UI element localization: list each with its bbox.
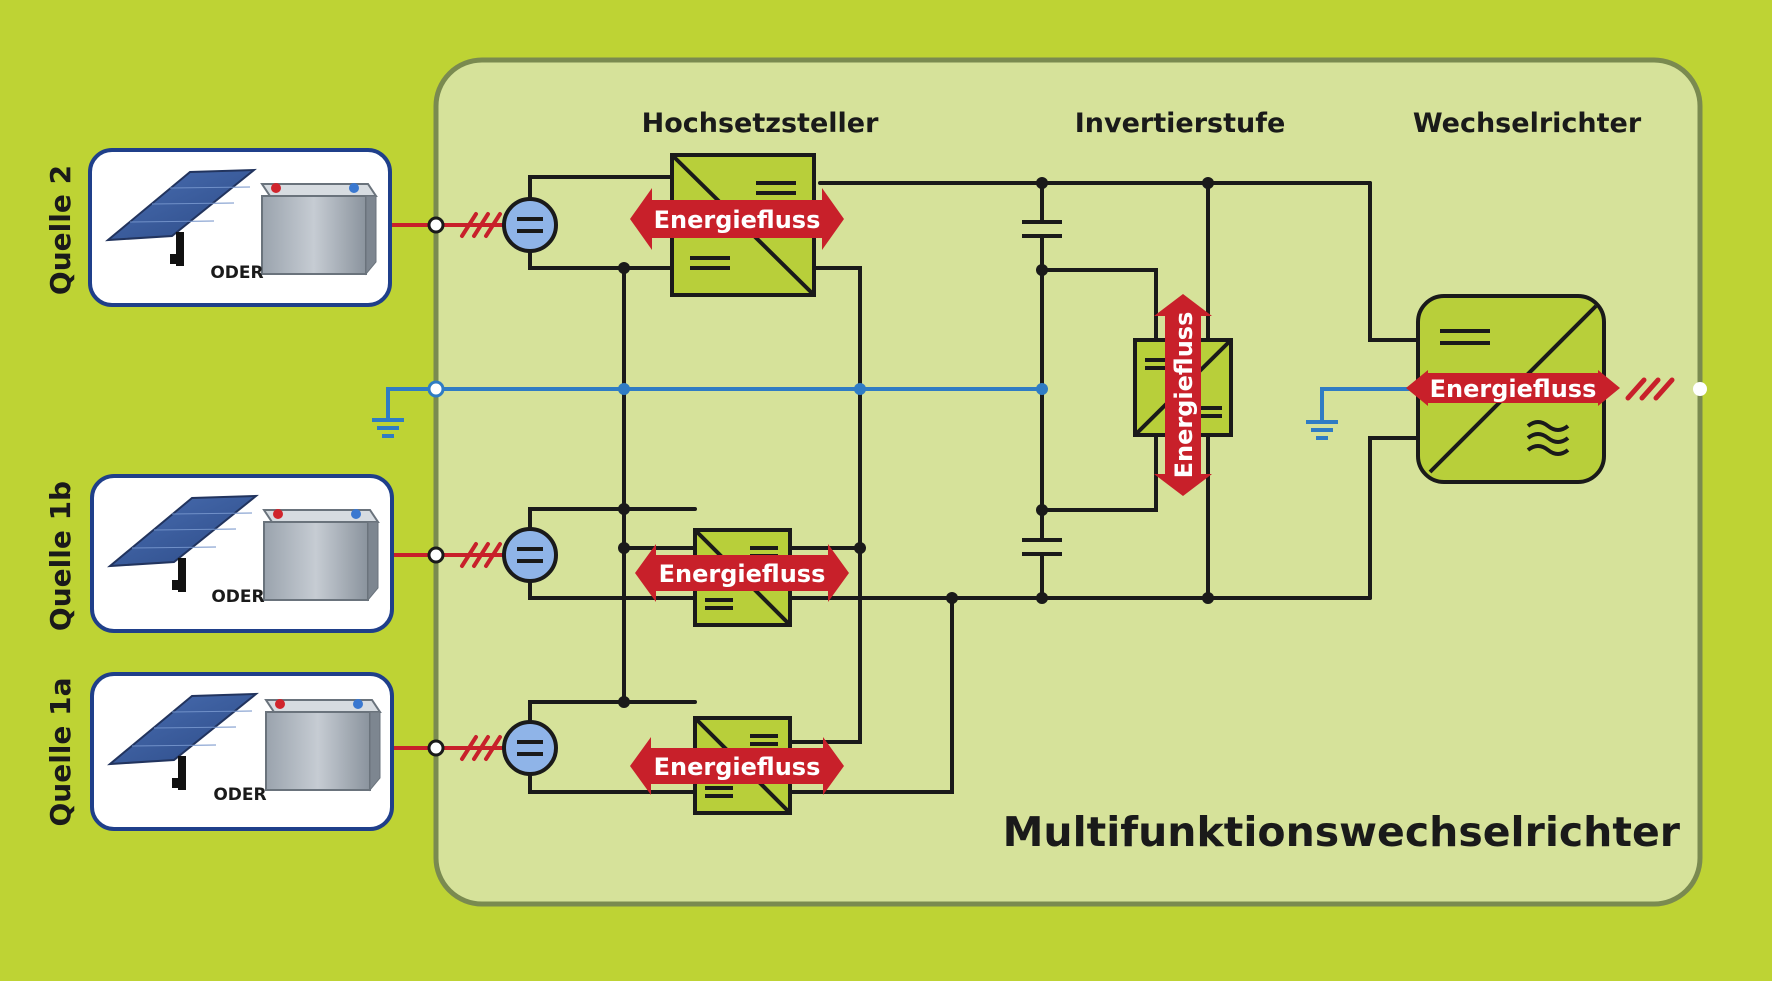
solar-panel-icon <box>104 168 257 266</box>
ground-icon <box>1306 420 1338 440</box>
junction-dots <box>618 177 1214 708</box>
dc-source-icon <box>502 527 558 583</box>
heading-boost: Hochsetzsteller <box>642 108 879 139</box>
source-label: Quelle 1a <box>44 677 77 826</box>
heading-inverter-stage: Invertierstufe <box>1075 108 1286 139</box>
oder-label: ODER <box>211 587 264 607</box>
dc-source-icon <box>502 197 558 253</box>
battery-icon <box>264 699 382 792</box>
source-feed-lines <box>388 212 510 761</box>
source-card-quelle-1b: Quelle 1b ODER <box>44 474 394 633</box>
ground-wires <box>386 387 1420 420</box>
ground-terminal <box>427 380 445 398</box>
svg-text:Energiefluss: Energiefluss <box>654 753 821 781</box>
capacitor-icon <box>1022 220 1062 238</box>
source-label: Quelle 2 <box>44 165 77 295</box>
energy-flow-arrow: Energiefluss <box>1154 294 1212 496</box>
svg-text:Energiefluss: Energiefluss <box>1430 375 1597 403</box>
ac-output-line <box>1625 377 1675 401</box>
source-terminals <box>427 216 445 757</box>
oder-label: ODER <box>210 263 263 283</box>
ground-junction-dots <box>618 383 1048 395</box>
source-card-quelle-2: Quelle 2 ODER <box>44 148 392 307</box>
energy-flow-arrow: Energiefluss <box>630 737 844 795</box>
ac-output-terminal <box>1693 382 1707 396</box>
energy-flow-arrow: Energiefluss <box>1406 370 1620 406</box>
oder-label: ODER <box>213 785 266 805</box>
energy-flow-arrow: Energiefluss <box>630 188 844 250</box>
capacitor-icon <box>1022 538 1062 556</box>
solar-panel-icon <box>106 494 259 592</box>
battery-icon <box>262 509 380 602</box>
ground-icon <box>372 418 404 438</box>
energy-flow-arrow: Energiefluss <box>635 544 849 602</box>
page-title: Multifunktionswechselrichter <box>1003 808 1681 856</box>
battery-icon <box>260 183 378 276</box>
svg-text:Energiefluss: Energiefluss <box>654 206 821 234</box>
svg-text:Energiefluss: Energiefluss <box>1170 312 1198 479</box>
source-label: Quelle 1b <box>44 481 77 631</box>
heading-inverter: Wechselrichter <box>1413 108 1642 139</box>
dc-source-icon <box>502 720 558 776</box>
source-card-quelle-1a: Quelle 1a ODER <box>44 672 394 831</box>
solar-panel-icon <box>106 692 259 790</box>
svg-text:Energiefluss: Energiefluss <box>659 560 826 588</box>
